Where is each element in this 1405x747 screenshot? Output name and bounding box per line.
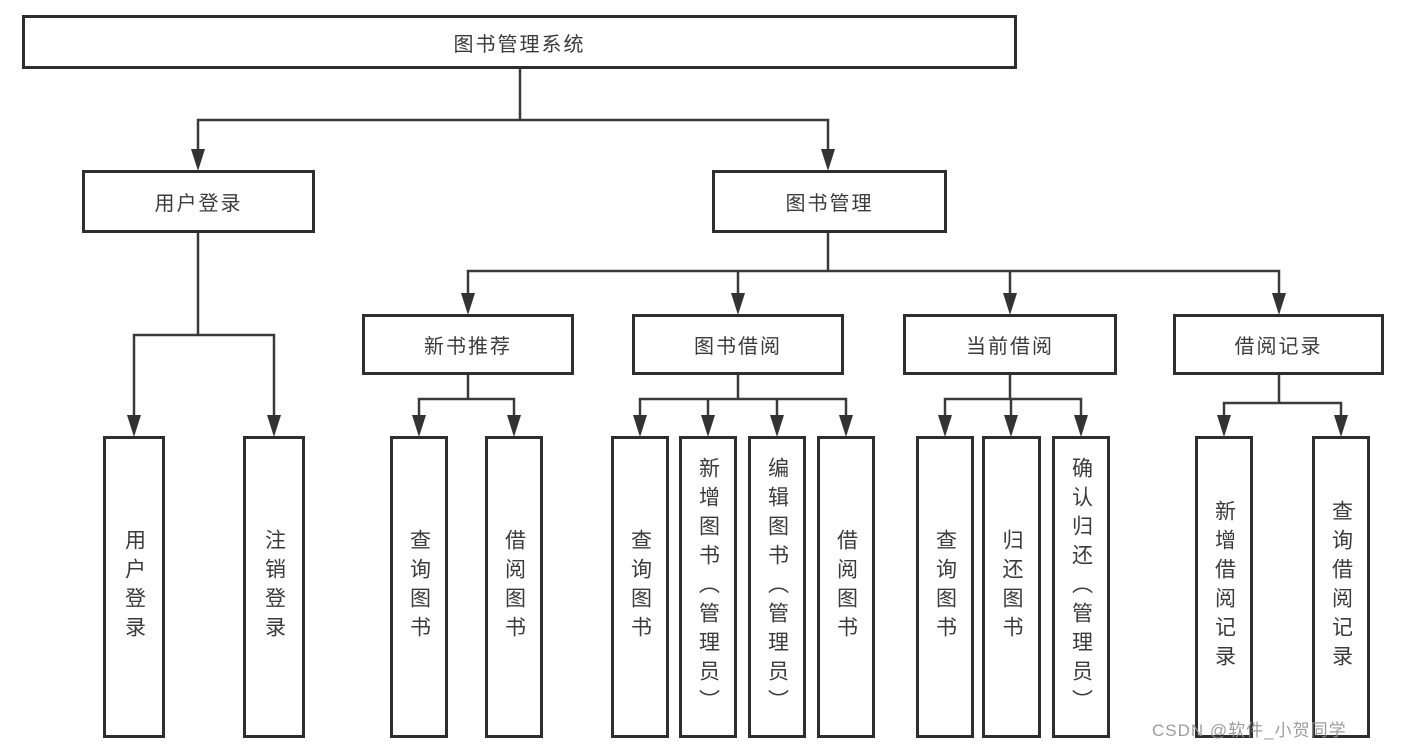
node-label: 新增图书（管理员） <box>696 456 720 718</box>
node-label: 确认归还（管理员） <box>1069 456 1093 718</box>
node-leaf-query-books-2: 查询图书 <box>611 436 669 738</box>
node-label: 新增借阅记录 <box>1212 500 1236 674</box>
csdn-watermark: CSDN @软件_小贺同学 <box>1152 721 1347 740</box>
node-book-management: 图书管理 <box>712 170 947 233</box>
node-leaf-add-books-admin: 新增图书（管理员） <box>679 436 737 738</box>
node-label: 编辑图书（管理员） <box>765 456 789 718</box>
node-label: 查询图书 <box>407 529 431 645</box>
node-leaf-borrow-books-2: 借阅图书 <box>817 436 875 738</box>
node-leaf-borrow-books-1: 借阅图书 <box>485 436 543 738</box>
node-book-borrowing: 图书借阅 <box>632 314 844 375</box>
node-label: 查询图书 <box>933 529 957 645</box>
node-root-library-system: 图书管理系统 <box>22 15 1017 69</box>
node-leaf-query-books-3: 查询图书 <box>916 436 974 738</box>
node-leaf-add-borrow-record: 新增借阅记录 <box>1195 436 1253 738</box>
node-label: 用户登录 <box>122 529 146 645</box>
node-label: 查询借阅记录 <box>1329 500 1353 674</box>
node-leaf-logout: 注销登录 <box>243 436 305 738</box>
node-label: 查询图书 <box>628 529 652 645</box>
node-leaf-return-books: 归还图书 <box>982 436 1041 738</box>
node-user-login: 用户登录 <box>82 170 315 233</box>
node-label: 注销登录 <box>262 529 286 645</box>
node-label: 借阅图书 <box>834 529 858 645</box>
node-new-book-recommendation: 新书推荐 <box>362 314 574 375</box>
node-leaf-confirm-return-admin: 确认归还（管理员） <box>1052 436 1110 738</box>
node-label: 借阅图书 <box>502 529 526 645</box>
node-label: 归还图书 <box>1000 529 1023 645</box>
node-leaf-edit-books-admin: 编辑图书（管理员） <box>748 436 806 738</box>
node-leaf-user-login: 用户登录 <box>103 436 165 738</box>
node-leaf-query-books-1: 查询图书 <box>390 436 448 738</box>
node-current-borrowing: 当前借阅 <box>903 314 1117 375</box>
node-leaf-query-borrow-record: 查询借阅记录 <box>1312 436 1370 738</box>
node-borrowing-records: 借阅记录 <box>1173 314 1384 375</box>
